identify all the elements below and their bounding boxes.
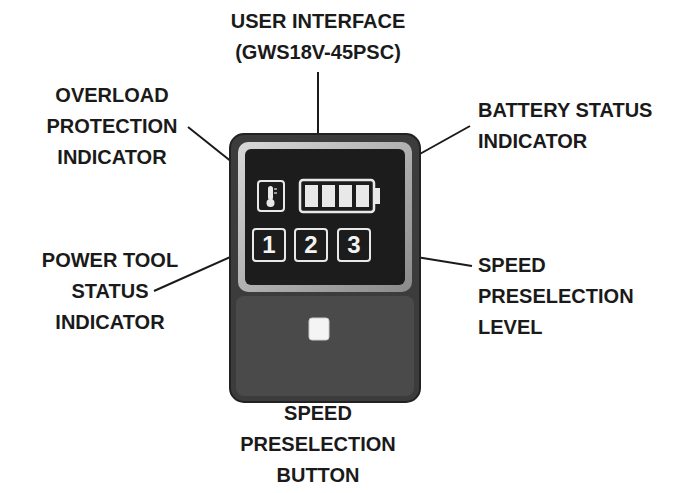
speed-level-number: 1 bbox=[262, 233, 275, 257]
callout-label: SPEED PRESELECTION BUTTON bbox=[228, 398, 408, 491]
speed-level-box: 1 bbox=[252, 228, 286, 262]
callout-label: OVERLOAD PROTECTION INDICATOR bbox=[12, 80, 212, 173]
lower-panel bbox=[236, 296, 414, 396]
thermometer-icon bbox=[258, 181, 284, 211]
screen bbox=[245, 149, 405, 285]
callout-label: SPEED PRESELECTION LEVEL bbox=[478, 250, 650, 343]
speed-level-box: 2 bbox=[294, 228, 328, 262]
leader-lines bbox=[154, 72, 472, 395]
battery-icon bbox=[300, 180, 380, 212]
speed-level-number: 3 bbox=[347, 233, 360, 257]
speed-level-number: 2 bbox=[304, 233, 317, 257]
housing bbox=[230, 134, 420, 402]
speed-level-box: 3 bbox=[337, 228, 371, 262]
speed-button bbox=[309, 318, 329, 340]
screen-rim bbox=[238, 142, 412, 292]
callout-label: BATTERY STATUS INDICATOR bbox=[478, 95, 668, 157]
callout-label: POWER TOOL STATUS INDICATOR bbox=[40, 245, 180, 338]
callout-label: USER INTERFACE (GWS18V-45PSC) bbox=[228, 6, 408, 68]
